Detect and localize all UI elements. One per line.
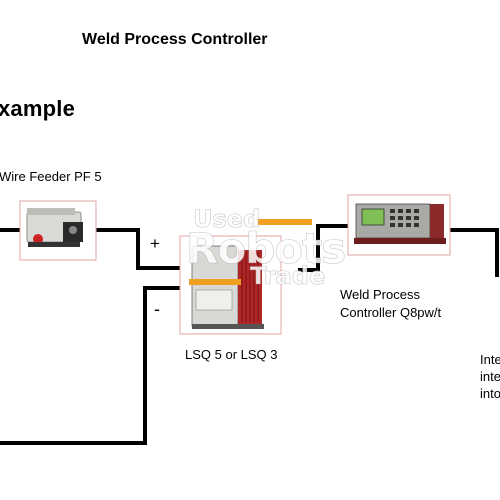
- controller-label-line2: Controller Q8pw/t: [340, 305, 442, 320]
- minus-polarity-label: -: [154, 299, 160, 319]
- controller-base: [354, 238, 446, 244]
- wire-feeder-device: [19, 200, 97, 261]
- lsq-panel: [195, 289, 233, 311]
- watermark-accents: [189, 219, 312, 285]
- section-heading: xample: [0, 96, 76, 121]
- interface-label-line2: inte: [480, 369, 500, 384]
- wire-feeder-to-plus: [94, 228, 192, 270]
- lsq-foot: [192, 324, 264, 329]
- wire-feeder-knob: [69, 226, 77, 234]
- watermark-used: Used: [193, 205, 261, 234]
- wires: [0, 224, 499, 445]
- watermark-trade: Trade: [250, 262, 326, 291]
- wire-lsq-to-controller: [298, 224, 352, 272]
- watermark-bar-top: [257, 219, 312, 225]
- lsq-fins: [241, 252, 259, 322]
- plus-polarity-label: +: [150, 234, 160, 253]
- wire-feeder-red-connector: [33, 234, 43, 244]
- wire-controller-to-interface: [448, 228, 499, 277]
- wire-feeder-top: [27, 208, 75, 215]
- power-source-label: LSQ 5 or LSQ 3: [185, 347, 278, 362]
- interface-label-line1: Inte: [480, 352, 500, 367]
- page-title: Weld Process Controller: [82, 31, 268, 48]
- watermark-robots: Robots: [186, 224, 347, 274]
- lsq-power-source-device: [179, 235, 282, 335]
- controller-label-line1: Weld Process: [340, 287, 420, 302]
- lsq-body: [191, 245, 239, 327]
- wire-feeder-label: Wire Feeder PF 5: [0, 169, 102, 184]
- controller-keypad: [390, 209, 419, 227]
- wire-feeder-base: [28, 242, 80, 247]
- wire-minus-loop: [0, 286, 189, 445]
- controller-device: [347, 194, 451, 256]
- controller-screen: [361, 208, 385, 226]
- watermark-bar-mid: [189, 279, 241, 285]
- controller-side: [430, 204, 444, 238]
- interface-label-line3: into: [480, 386, 500, 401]
